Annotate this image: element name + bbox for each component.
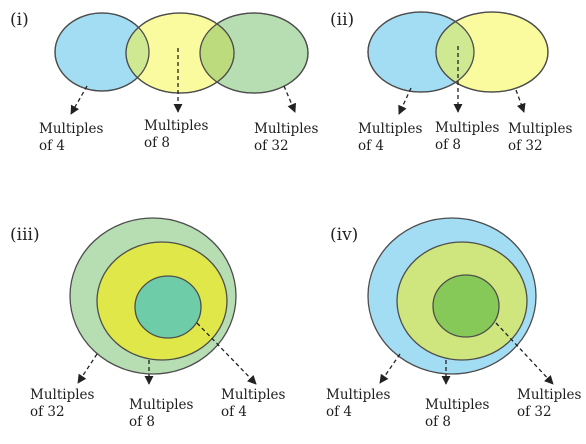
panel-i: (i) Multiples of 4 Multiples of 8 Multip…: [10, 10, 319, 154]
panel-iii-caption-32-line1: Multiples: [30, 387, 95, 403]
panel-iii-caption-4-line2: of 4: [221, 404, 247, 420]
panel-iii: (iii) Multiples of 32 Multiples of 8 Mul…: [10, 217, 286, 430]
panel-iii-inner-set: [134, 275, 202, 339]
panel-i-caption-4-line1: Multiples: [39, 121, 104, 137]
panel-i-caption-32-line1: Multiples: [254, 121, 319, 137]
panel-iv-caption-32-line2: of 32: [517, 404, 552, 420]
panel-iii-caption-4-line1: Multiples: [221, 387, 286, 403]
panel-iii-caption-8-line2: of 8: [129, 414, 155, 430]
panel-iv-label: (iv): [330, 225, 358, 245]
panel-iii-label: (iii): [10, 225, 40, 245]
panel-ii-caption-32-line2: of 32: [508, 138, 543, 154]
panel-i-caption-4-line2: of 4: [39, 138, 65, 154]
panel-ii-caption-8-line2: of 8: [435, 137, 461, 153]
panel-ii-arrow-4: [398, 87, 412, 115]
panel-iv-caption-32-line1: Multiples: [517, 387, 582, 403]
panel-i-outline-8: [125, 12, 235, 94]
panel-i-arrow-32: [283, 85, 296, 113]
panel-iii-caption-32-line2: of 32: [30, 404, 65, 420]
panel-i-outline-32: [199, 12, 309, 94]
panel-ii-overlap-4-32: [436, 12, 474, 92]
panel-iii-arrow-32: [77, 353, 98, 384]
panel-iv-caption-4-line1: Multiples: [326, 387, 391, 403]
panel-iv-caption-8-line2: of 8: [425, 414, 451, 430]
panel-ii-label: (ii): [330, 10, 354, 30]
panel-iv: (iv) Multiples of 4 Multiples of 8 Multi…: [326, 217, 582, 430]
panel-ii-caption-8-line1: Multiples: [435, 120, 500, 136]
panel-ii-arrow-32: [515, 89, 526, 113]
panel-ii-caption-32-line1: Multiples: [508, 121, 573, 137]
panel-ii-overlaps: [436, 12, 474, 92]
panel-ii-outline-32: [435, 11, 549, 93]
panel-iv-arrow-4: [379, 353, 401, 384]
panel-iii-caption-8-line1: Multiples: [129, 397, 194, 413]
panel-i-caption-32-line2: of 32: [254, 138, 289, 154]
panel-iv-caption-8-line1: Multiples: [425, 397, 490, 413]
panel-ii-caption-4-line1: Multiples: [358, 121, 423, 137]
panel-i-label: (i): [10, 10, 29, 30]
panel-ii: (ii) Multiples of 4 Multiples of 8 Multi…: [330, 10, 573, 154]
panel-iv-caption-4-line2: of 4: [326, 404, 352, 420]
panel-i-caption-8-line1: Multiples: [144, 118, 209, 134]
panel-ii-caption-4-line2: of 4: [358, 138, 384, 154]
panel-i-caption-8-line2: of 8: [144, 135, 170, 151]
panel-i-arrow-4: [70, 85, 88, 115]
panel-i-outline-4: [54, 12, 150, 92]
panel-iv-inner-set: [432, 274, 500, 338]
panel-ii-outline-4: [367, 11, 475, 93]
panel-iii-arrow-4: [196, 322, 257, 385]
